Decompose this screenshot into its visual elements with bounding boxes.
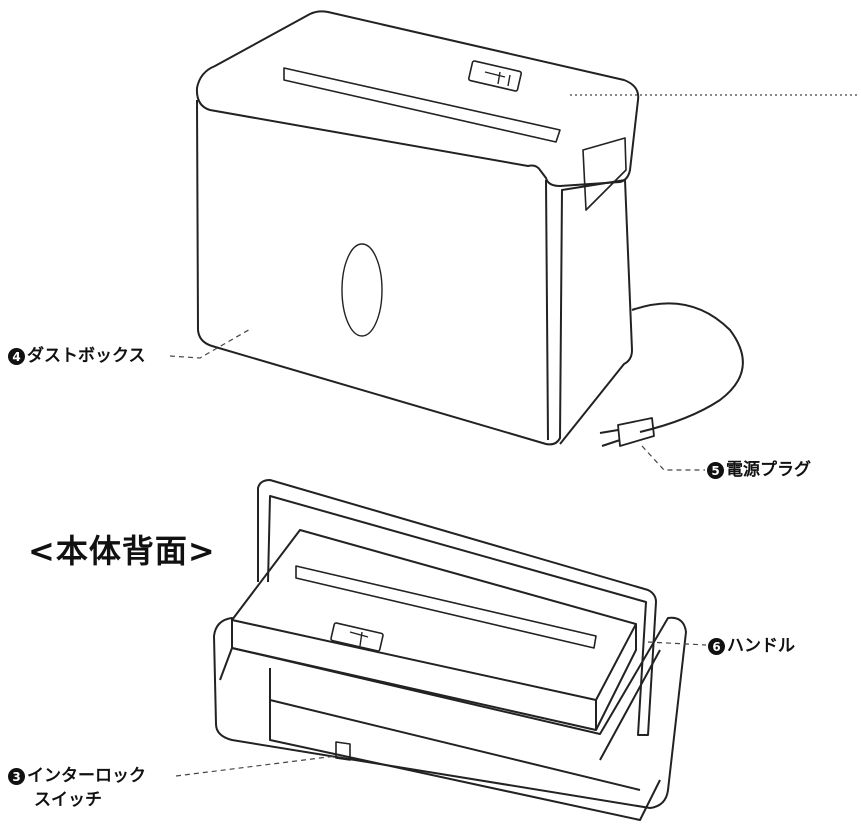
leader-lines	[169, 94, 860, 777]
label-text: 電源プラグ	[726, 460, 811, 480]
label-number: 5	[707, 462, 724, 479]
paper-slot	[283, 67, 561, 143]
leader-handle	[647, 641, 707, 646]
slot-switch	[467, 60, 523, 92]
label-text: インターロック	[27, 766, 146, 786]
label-text: ハンドル	[727, 636, 795, 656]
shredder-body	[196, 99, 633, 446]
power-cord	[631, 302, 744, 433]
leader-dust-box	[169, 327, 253, 359]
label-dust-box: 4 ダストボックス	[8, 348, 146, 365]
dust-tray	[213, 616, 687, 809]
label-interlock: 3 インターロック	[8, 768, 146, 785]
label-text: スイッチ	[34, 790, 102, 810]
power-plug	[617, 417, 655, 447]
dust-window	[341, 243, 383, 337]
label-number: 4	[8, 348, 25, 365]
top-cover	[195, 10, 640, 187]
section-title: <本体背面>	[28, 532, 216, 570]
shredder-front-view	[195, 10, 744, 447]
top-block	[231, 529, 637, 701]
label-interlock-line2: スイッチ	[34, 792, 102, 809]
carry-handle	[257, 479, 657, 736]
interlock-switch	[335, 741, 351, 761]
label-handle: 6 ハンドル	[708, 638, 795, 655]
label-number: 3	[8, 768, 25, 785]
shredder-back-view	[213, 479, 687, 821]
label-number: 6	[708, 638, 725, 655]
leader-interlock	[175, 755, 337, 777]
label-text: ダストボックス	[27, 346, 146, 366]
label-power-plug: 5 電源プラグ	[707, 462, 811, 479]
leader-power-plug	[641, 445, 705, 471]
